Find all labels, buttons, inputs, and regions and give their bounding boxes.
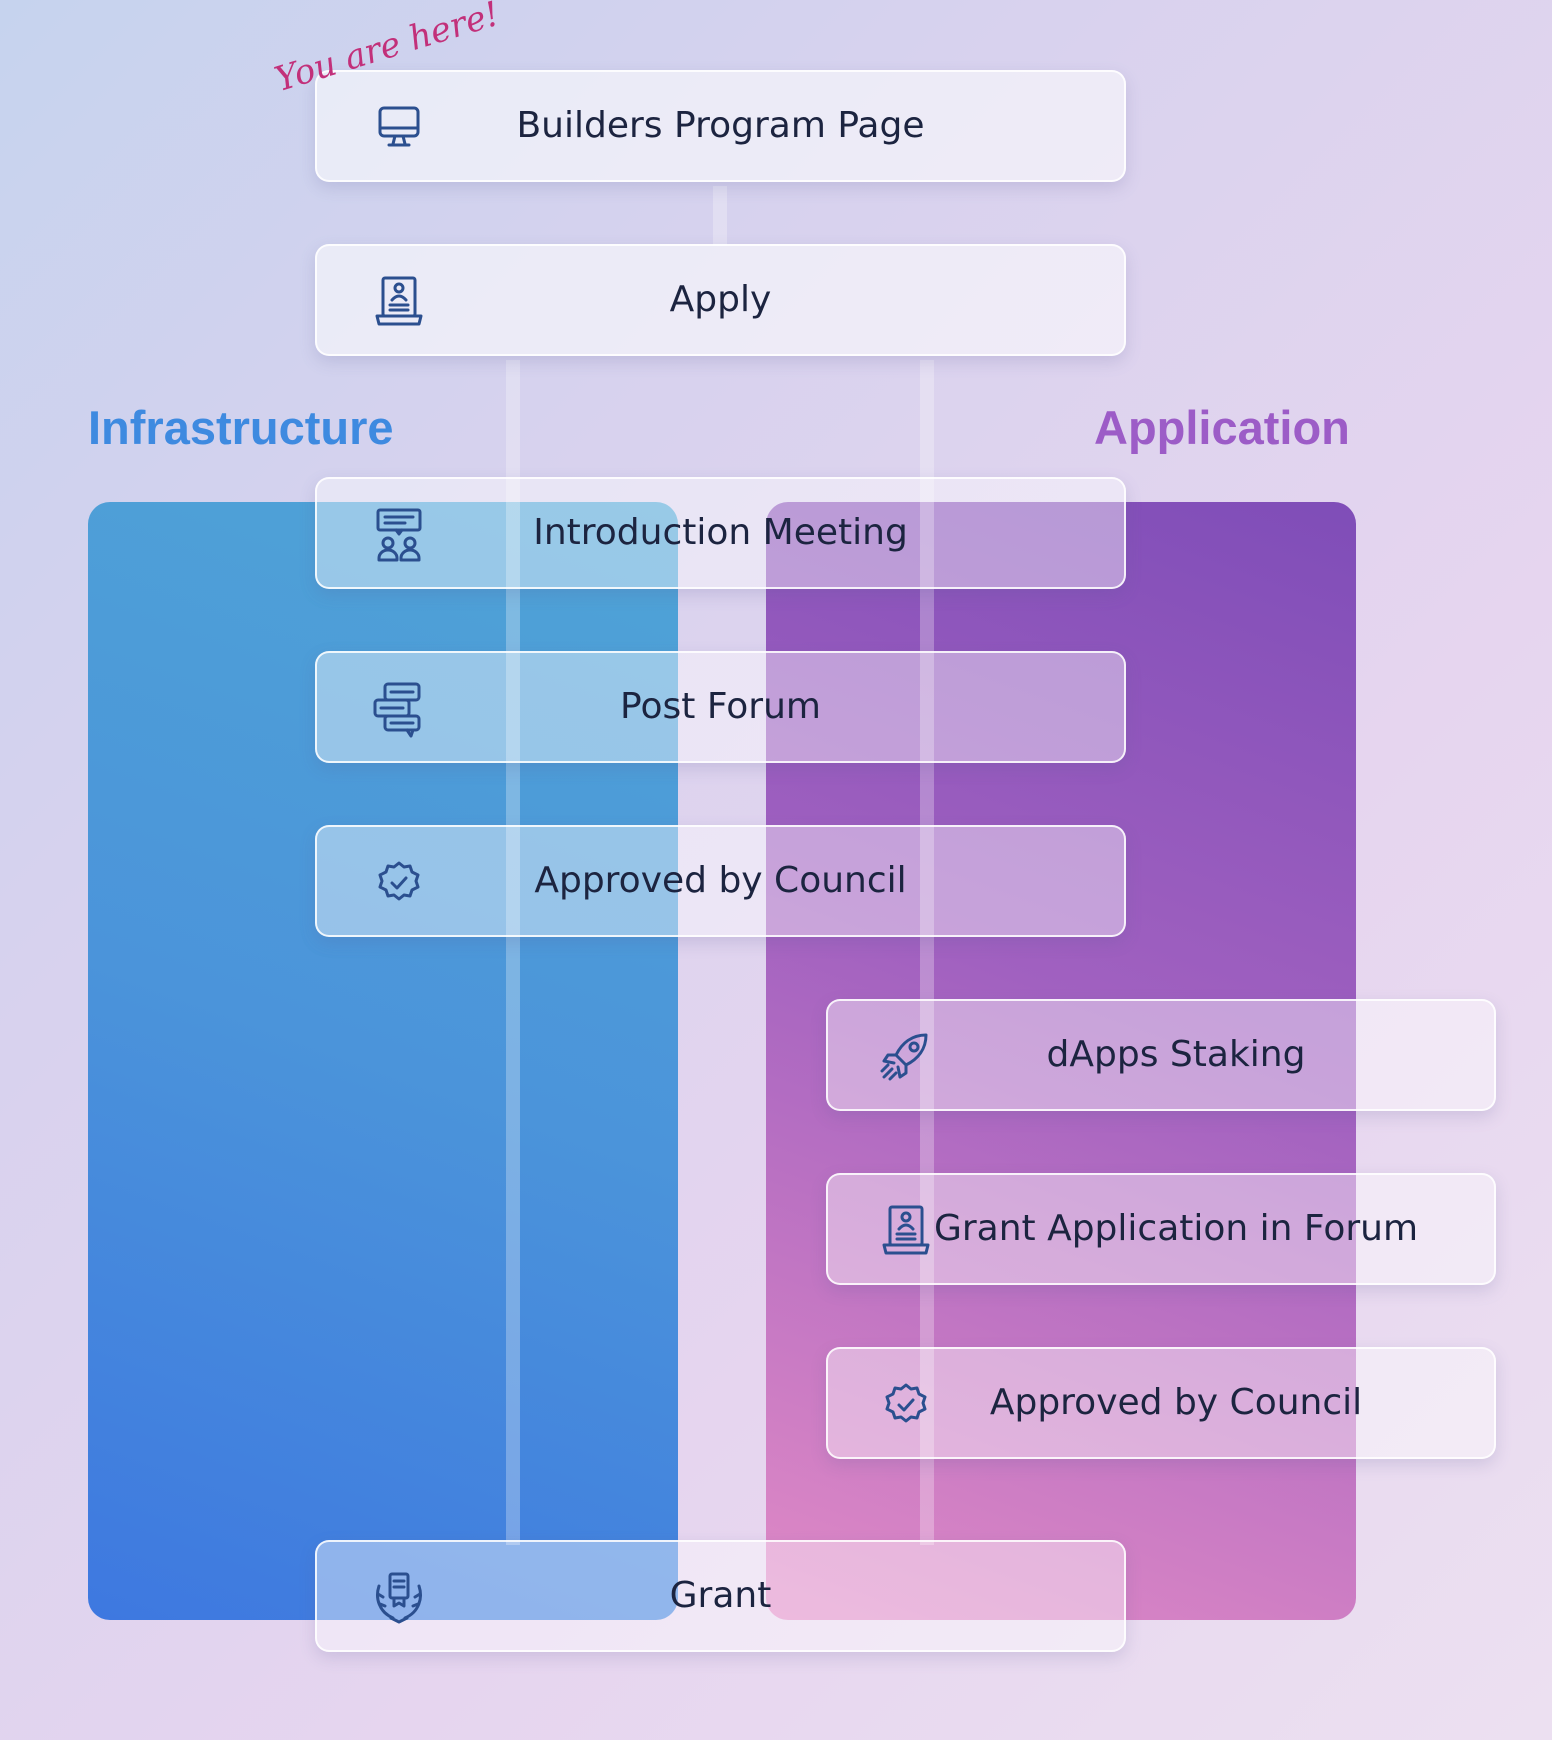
laptop-profile-icon [876,1201,936,1261]
step-label: dApps Staking [1046,1034,1306,1075]
step-label: Introduction Meeting [533,512,908,553]
laptop-profile-icon [369,272,429,332]
step-grant[interactable]: Grant [315,1540,1126,1652]
step-label: Post Forum [620,686,821,727]
connector-line-infra [506,360,520,1545]
infrastructure-title: Infrastructure [88,401,394,454]
monitor-icon [369,98,429,158]
application-track-panel [766,502,1356,1620]
application-title: Application [1094,401,1350,454]
connector-line-top [713,186,727,246]
rocket-icon [876,1027,936,1087]
verified-badge-icon [369,853,429,913]
connector-line-app [920,360,934,1545]
step-label: Builders Program Page [516,105,925,146]
step-introduction-meeting[interactable]: Introduction Meeting [315,477,1126,589]
step-approved-by-council[interactable]: Approved by Council [315,825,1126,937]
verified-badge-icon [876,1375,936,1435]
step-approved-by-council-application[interactable]: Approved by Council [826,1347,1496,1459]
step-label: Approved by Council [989,1382,1363,1423]
step-apply[interactable]: Apply [315,244,1126,356]
infrastructure-track-panel [88,502,678,1620]
step-post-forum[interactable]: Post Forum [315,651,1126,763]
meeting-presentation-icon [369,505,429,565]
step-label: Approved by Council [534,860,907,901]
step-label: Apply [669,279,772,320]
award-laurel-icon [369,1568,429,1628]
chat-bubbles-icon [369,679,429,739]
step-label: Grant Application in Forum [933,1208,1419,1249]
step-dapps-staking[interactable]: dApps Staking [826,999,1496,1111]
step-grant-application-in-forum[interactable]: Grant Application in Forum [826,1173,1496,1285]
step-label: Grant [669,1575,772,1616]
step-builders-program-page[interactable]: Builders Program Page [315,70,1126,182]
